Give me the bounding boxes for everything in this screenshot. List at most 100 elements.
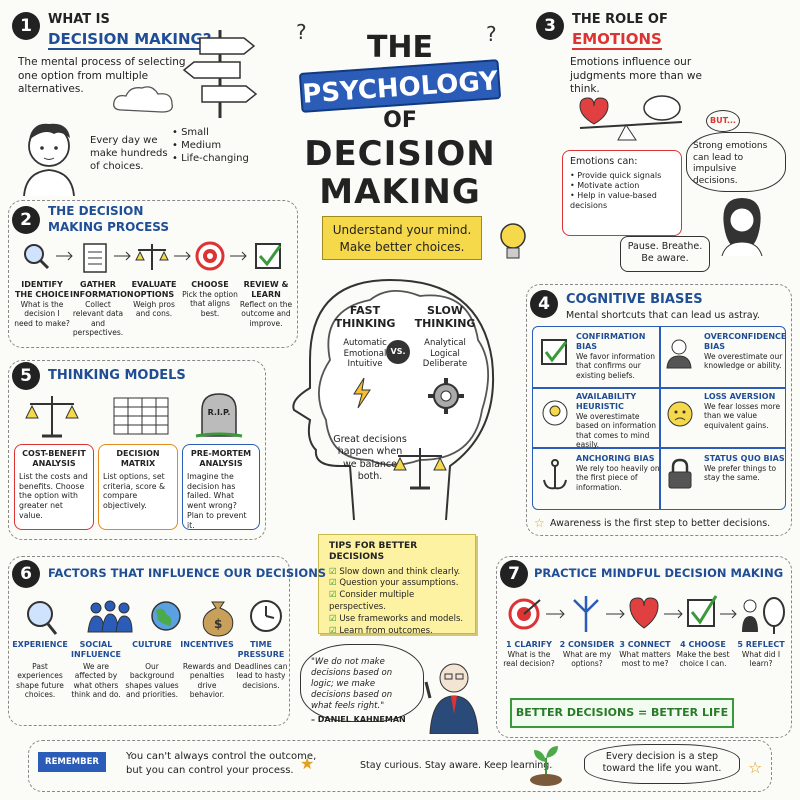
s7-panel (496, 556, 792, 738)
question-mark-left: ? (296, 20, 307, 44)
title-banner: PSYCHOLOGY (298, 59, 502, 113)
checkbox-icon (255, 243, 282, 269)
tip-item: ☑ Learn from outcomes. (329, 626, 465, 638)
s2-step-label: GATHER INFORMATION (70, 280, 134, 299)
model-desc: List options, set criteria, score & comp… (103, 472, 166, 511)
factor-desc: We are affected by what others think and… (71, 662, 121, 700)
better-life-banner: BETTER DECISIONS = BETTER LIFE (510, 698, 734, 728)
s1-description: The mental process of selecting one opti… (18, 56, 186, 96)
s1-title-line2: DECISION MAKING? (48, 30, 212, 50)
step-number: 2 (559, 640, 566, 649)
title-making: MAKING (319, 172, 481, 212)
tips-list: ☑ Slow down and think clearly. ☑ Questio… (329, 567, 465, 638)
s4-title: COGNITIVE BIASES (566, 292, 703, 307)
checkmark-box-icon (541, 339, 568, 365)
step-name: CLARIFY (514, 640, 552, 649)
fast-thinking-desc: Automatic Emotional Intuitive (343, 338, 387, 370)
remember-text-line2: but you can control your process. (126, 765, 294, 776)
tip-text: Question your assumptions. (339, 578, 459, 589)
model-desc: List the costs and benefits. Choose the … (19, 472, 88, 520)
s4-subtitle: Mental shortcuts that can lead us astray… (566, 310, 760, 321)
model-name: DECISION MATRIX (116, 449, 160, 468)
title-decision: DECISION (304, 134, 496, 174)
tip-item: ☑ Use frameworks and models. (329, 614, 465, 626)
emotions-can-item: Provide quick signals (570, 171, 674, 181)
pause-bubble: Pause. Breathe. Be aware. (620, 236, 710, 272)
bias-name: LOSS AVERSION (704, 392, 776, 401)
check-icon: ☑ (329, 614, 340, 625)
thinking-boy-icon (23, 123, 75, 196)
tagline-ribbon: Understand your mind. Make better choice… (322, 216, 482, 260)
remember-mid-text: Stay curious. Stay aware. Keep learning. (360, 760, 553, 771)
check-icon: ☑ (329, 625, 340, 636)
lightning-icon (353, 377, 371, 409)
s2-step-label: REVIEW & LEARN (243, 280, 289, 299)
tip-text: Use frameworks and models. (339, 614, 464, 625)
s6-factor-icons: $ (27, 600, 282, 637)
factor-desc: Our background shapes values and priorit… (125, 662, 179, 700)
tagline-line2: Make better choices. (339, 239, 465, 254)
s3-description: Emotions influence our judgments more th… (570, 56, 702, 96)
bias-name: CONFIRMATION BIAS (576, 332, 646, 351)
bias-desc: We prefer things to stay the same. (704, 464, 777, 483)
title-of: OF (383, 108, 417, 133)
s2-step-desc: Collect relevant data and perspectives. (72, 300, 124, 338)
model-card-cost-benefit: COST-BENEFIT ANALYSIS List the costs and… (14, 444, 94, 530)
brain-balance-text: Great decisions happen when we balance b… (333, 434, 407, 483)
step-desc: What is the real decision? (503, 650, 555, 669)
quote-text: "We do not make decisions based on logic… (311, 657, 393, 712)
section-number-4: 4 (530, 290, 558, 318)
bias-desc: We overestimate our knowledge or ability… (704, 352, 783, 371)
but-bubble: BUT... (706, 110, 740, 132)
emotions-can-box: Emotions can: Provide quick signals Moti… (562, 150, 682, 236)
target-icon (195, 241, 225, 271)
s1-every-day: Every day we make hundreds of choices. (90, 135, 168, 172)
fork-arrows-icon (573, 596, 599, 632)
tip-text: Learn from outcomes. (339, 625, 433, 636)
cloud-icon (113, 86, 173, 113)
remember-text-line1: You can't always control the outcome, (126, 751, 317, 762)
s1-size-item: Small (172, 126, 249, 139)
model-name: PRE-MORTEM ANALYSIS (190, 449, 252, 468)
factor-name: SOCIAL INFLUENCE (71, 640, 121, 659)
biases-grid (532, 326, 786, 510)
factor-name: EXPERIENCE (12, 640, 68, 649)
s2-title-line2: MAKING PROCESS (48, 220, 170, 234)
s3-title-line1: THE ROLE OF (572, 12, 668, 27)
section-number-2: 2 (12, 206, 40, 234)
bias-name: OVERCONFIDENCE BIAS (704, 332, 787, 351)
emotions-can-item: Motivate action (570, 181, 674, 191)
people-group-icon (87, 600, 133, 633)
remember-tag: REMEMBER (38, 752, 106, 772)
slow-thinking-desc: Analytical Logical Deliberate (422, 338, 468, 370)
s3-title-line2: EMOTIONS (572, 30, 662, 50)
step-number: 1 (506, 640, 512, 649)
step-number: 5 (737, 640, 743, 649)
bias-name: STATUS QUO BIAS (704, 454, 785, 463)
step-number: 4 (680, 640, 686, 649)
s7-step-icons (508, 595, 785, 634)
s1-size-item: Medium (172, 139, 249, 152)
tips-title: TIPS FOR BETTER DECISIONS (329, 541, 418, 563)
s2-step-label: CHOOSE (191, 280, 229, 289)
head-silhouette (292, 279, 495, 521)
section-number-3: 3 (536, 12, 564, 40)
rip-label: R.I.P. (207, 408, 231, 417)
s2-process-icons (24, 241, 282, 273)
remember-bubble: Every decision is a step toward the life… (584, 744, 740, 784)
tip-item: ☑ Slow down and think clearly. (329, 567, 465, 579)
model-card-pre-mortem: PRE-MORTEM ANALYSIS Imagine the decision… (182, 444, 260, 530)
s2-step-desc: Weigh pros and cons. (133, 300, 175, 319)
magnifier-head-icon (27, 601, 58, 635)
kahneman-portrait-icon (424, 663, 479, 734)
